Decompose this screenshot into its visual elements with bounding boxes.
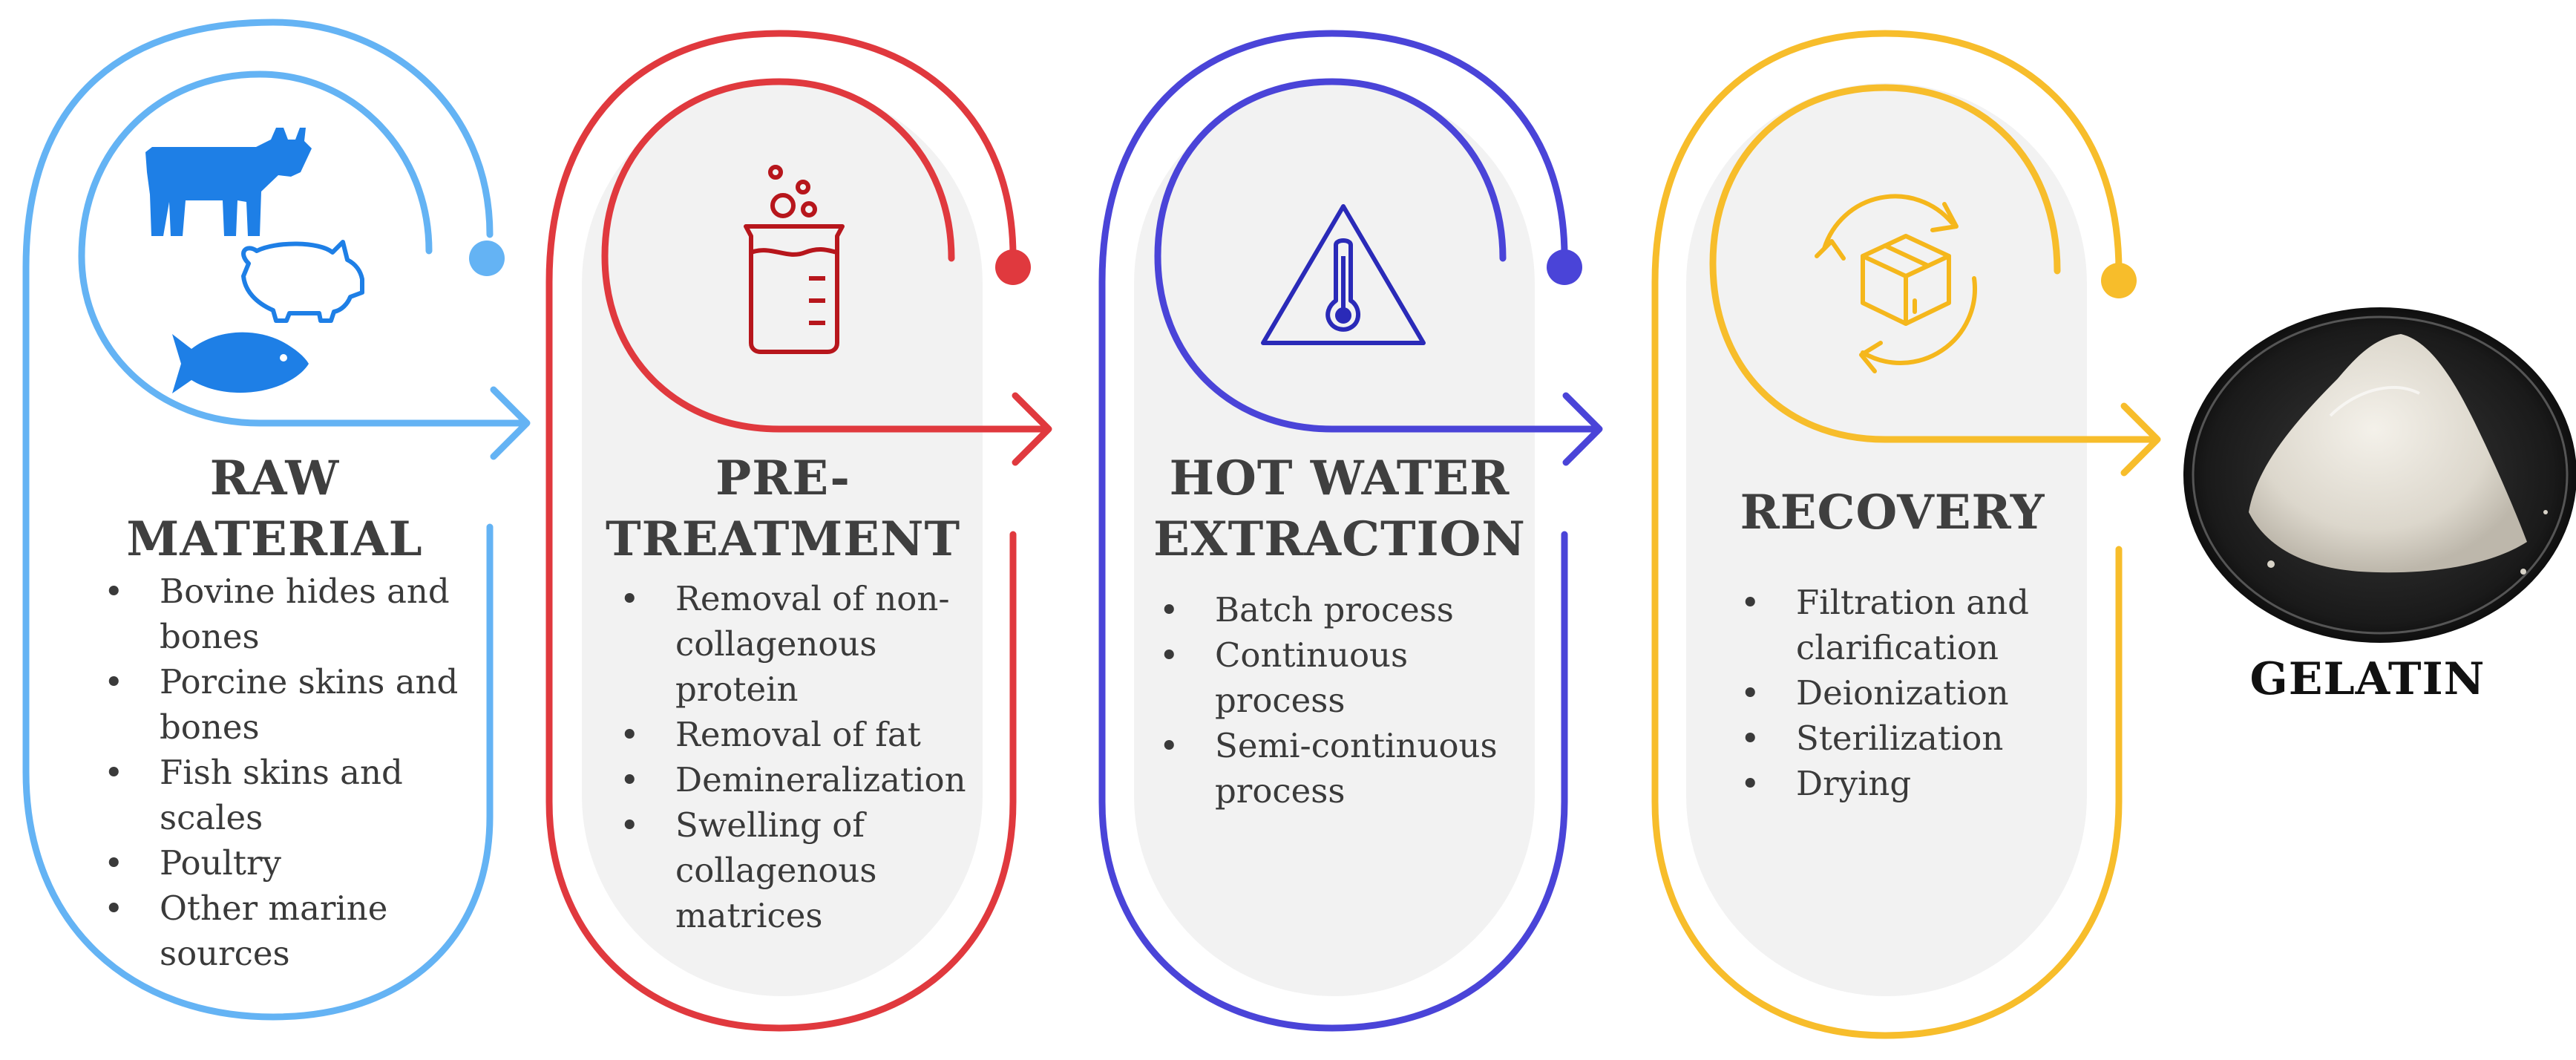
list-item: Removal of non-collagenous protein bbox=[620, 576, 991, 712]
gelatin-powder-dish bbox=[2183, 307, 2576, 643]
title-line: EXTRACTION bbox=[1153, 511, 1526, 567]
list-item: Drying bbox=[1740, 761, 2089, 806]
title-line: HOT WATER bbox=[1169, 451, 1510, 506]
raw-outer-loop bbox=[22, 19, 494, 1021]
recovery-title: RECOVERY bbox=[1700, 482, 2085, 543]
title-line: RAW bbox=[209, 451, 340, 506]
list-item: Other marine sources bbox=[104, 886, 475, 976]
list-item: Porcine skins and bones bbox=[104, 659, 475, 750]
pre-inner-arc bbox=[601, 78, 1050, 433]
list-item: Removal of fat bbox=[620, 712, 991, 757]
recovery-inner-arc bbox=[1709, 84, 2160, 443]
list-item: Sterilization bbox=[1740, 716, 2089, 761]
list-item: Batch process bbox=[1159, 587, 1515, 632]
title-line: MATERIAL bbox=[126, 511, 423, 567]
fish-icon bbox=[172, 332, 309, 393]
title-line: RECOVERY bbox=[1740, 485, 2045, 540]
beaker-icon bbox=[744, 165, 845, 354]
pre-end-dot bbox=[995, 249, 1031, 285]
list-item: Semi-continuous process bbox=[1159, 723, 1515, 814]
hot-outer-loop bbox=[1098, 30, 1568, 1032]
list-item: Poultry bbox=[104, 840, 475, 886]
list-item: Bovine hides and bones bbox=[104, 569, 475, 659]
list-item: Swelling of collagenous matrices bbox=[620, 802, 991, 938]
pre-treatment-title: PRE- TREATMENT bbox=[594, 448, 972, 570]
pre-outer-loop bbox=[545, 30, 1017, 1032]
raw-inner-arc bbox=[78, 71, 523, 427]
pre-treatment-list: Removal of non-collagenous protein Remov… bbox=[620, 576, 991, 938]
list-item: Continuous process bbox=[1159, 632, 1515, 723]
recycle-box-icon bbox=[1815, 194, 1977, 373]
recovery-arrow-head bbox=[2120, 402, 2161, 477]
hot-end-dot bbox=[1547, 249, 1582, 285]
raw-arrow-head bbox=[490, 386, 531, 460]
recovery-outer-loop bbox=[1651, 30, 2123, 1039]
hot-water-extraction-list: Batch process Continuous process Semi-co… bbox=[1159, 587, 1515, 814]
hot-water-extraction-title: HOT WATER EXTRACTION bbox=[1135, 448, 1544, 570]
raw-material-list: Bovine hides and bones Porcine skins and… bbox=[104, 569, 475, 976]
raw-material-title: RAW MATERIAL bbox=[96, 448, 453, 570]
temperature-warning-icon bbox=[1261, 204, 1426, 345]
title-line: PRE- bbox=[715, 451, 851, 506]
stage-raw-material bbox=[22, 19, 531, 1021]
title-line: TREATMENT bbox=[605, 511, 961, 567]
gelatin-label: GELATIN bbox=[2249, 653, 2485, 705]
cow-icon bbox=[145, 128, 312, 236]
list-item: Deionization bbox=[1740, 670, 2089, 716]
hot-inner-arc bbox=[1154, 78, 1599, 433]
recovery-list: Filtration and clarification Deionizatio… bbox=[1740, 580, 2089, 806]
pre-arrow-head bbox=[1012, 392, 1052, 466]
list-item: Demineralization bbox=[620, 757, 991, 802]
list-item: Filtration and clarification bbox=[1740, 580, 2089, 670]
list-item: Fish skins and scales bbox=[104, 750, 475, 840]
pig-icon bbox=[241, 240, 364, 323]
recovery-end-dot bbox=[2101, 263, 2137, 298]
hot-arrow-head bbox=[1562, 392, 1603, 466]
raw-end-dot bbox=[469, 241, 505, 276]
